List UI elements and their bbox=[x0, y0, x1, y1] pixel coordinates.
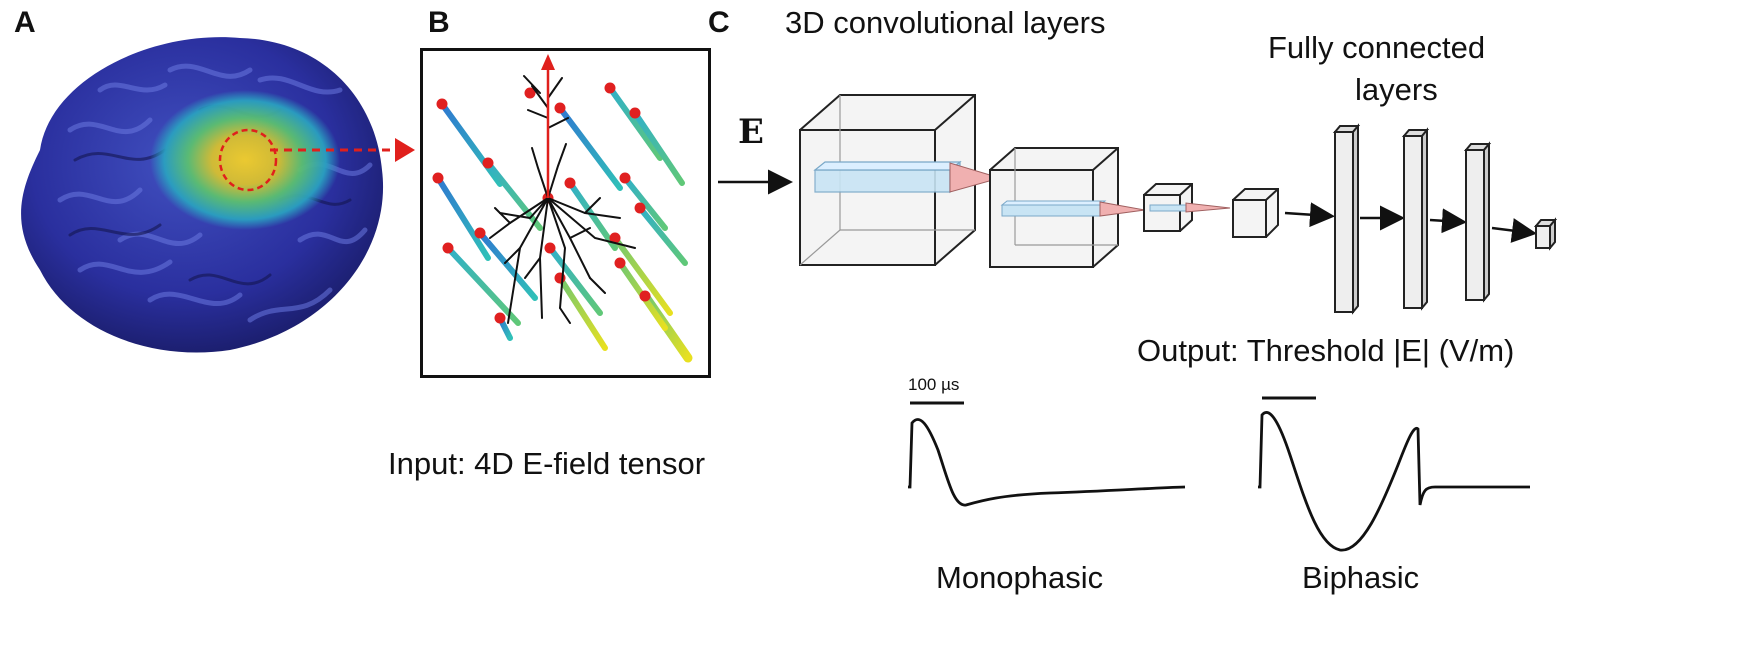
output-label: Output: Threshold |E| (V/m) bbox=[1137, 333, 1515, 368]
conv-layers-label: 3D convolutional layers bbox=[785, 5, 1106, 40]
panel-c-letter: C bbox=[708, 6, 730, 39]
fc-layer-3 bbox=[1463, 141, 1492, 303]
brain-icon bbox=[21, 37, 415, 353]
monophasic-waveform bbox=[908, 418, 1186, 507]
fc-layers-label-line2: layers bbox=[1355, 72, 1438, 107]
cnn-architecture bbox=[718, 94, 1558, 315]
fc-layer-1 bbox=[1332, 123, 1361, 315]
scale-bar-label: 100 µs bbox=[908, 375, 960, 394]
input-symbol: E bbox=[738, 112, 764, 152]
waveforms bbox=[908, 396, 1530, 552]
waveform-label-monophasic: Monophasic bbox=[936, 560, 1104, 595]
fc-layers-label-line1: Fully connected bbox=[1268, 30, 1486, 65]
panel-a-letter: A bbox=[14, 6, 36, 39]
waveform-label-biphasic: Biphasic bbox=[1302, 560, 1420, 595]
biphasic-waveform bbox=[1258, 411, 1530, 552]
panel-b-letter: B bbox=[428, 6, 450, 39]
efield-tensor-box bbox=[420, 48, 711, 378]
output-node bbox=[1533, 217, 1558, 251]
conv-layer-4 bbox=[1232, 188, 1279, 238]
fc-layer-2 bbox=[1401, 127, 1430, 311]
input-caption: Input: 4D E-field tensor bbox=[388, 446, 706, 481]
